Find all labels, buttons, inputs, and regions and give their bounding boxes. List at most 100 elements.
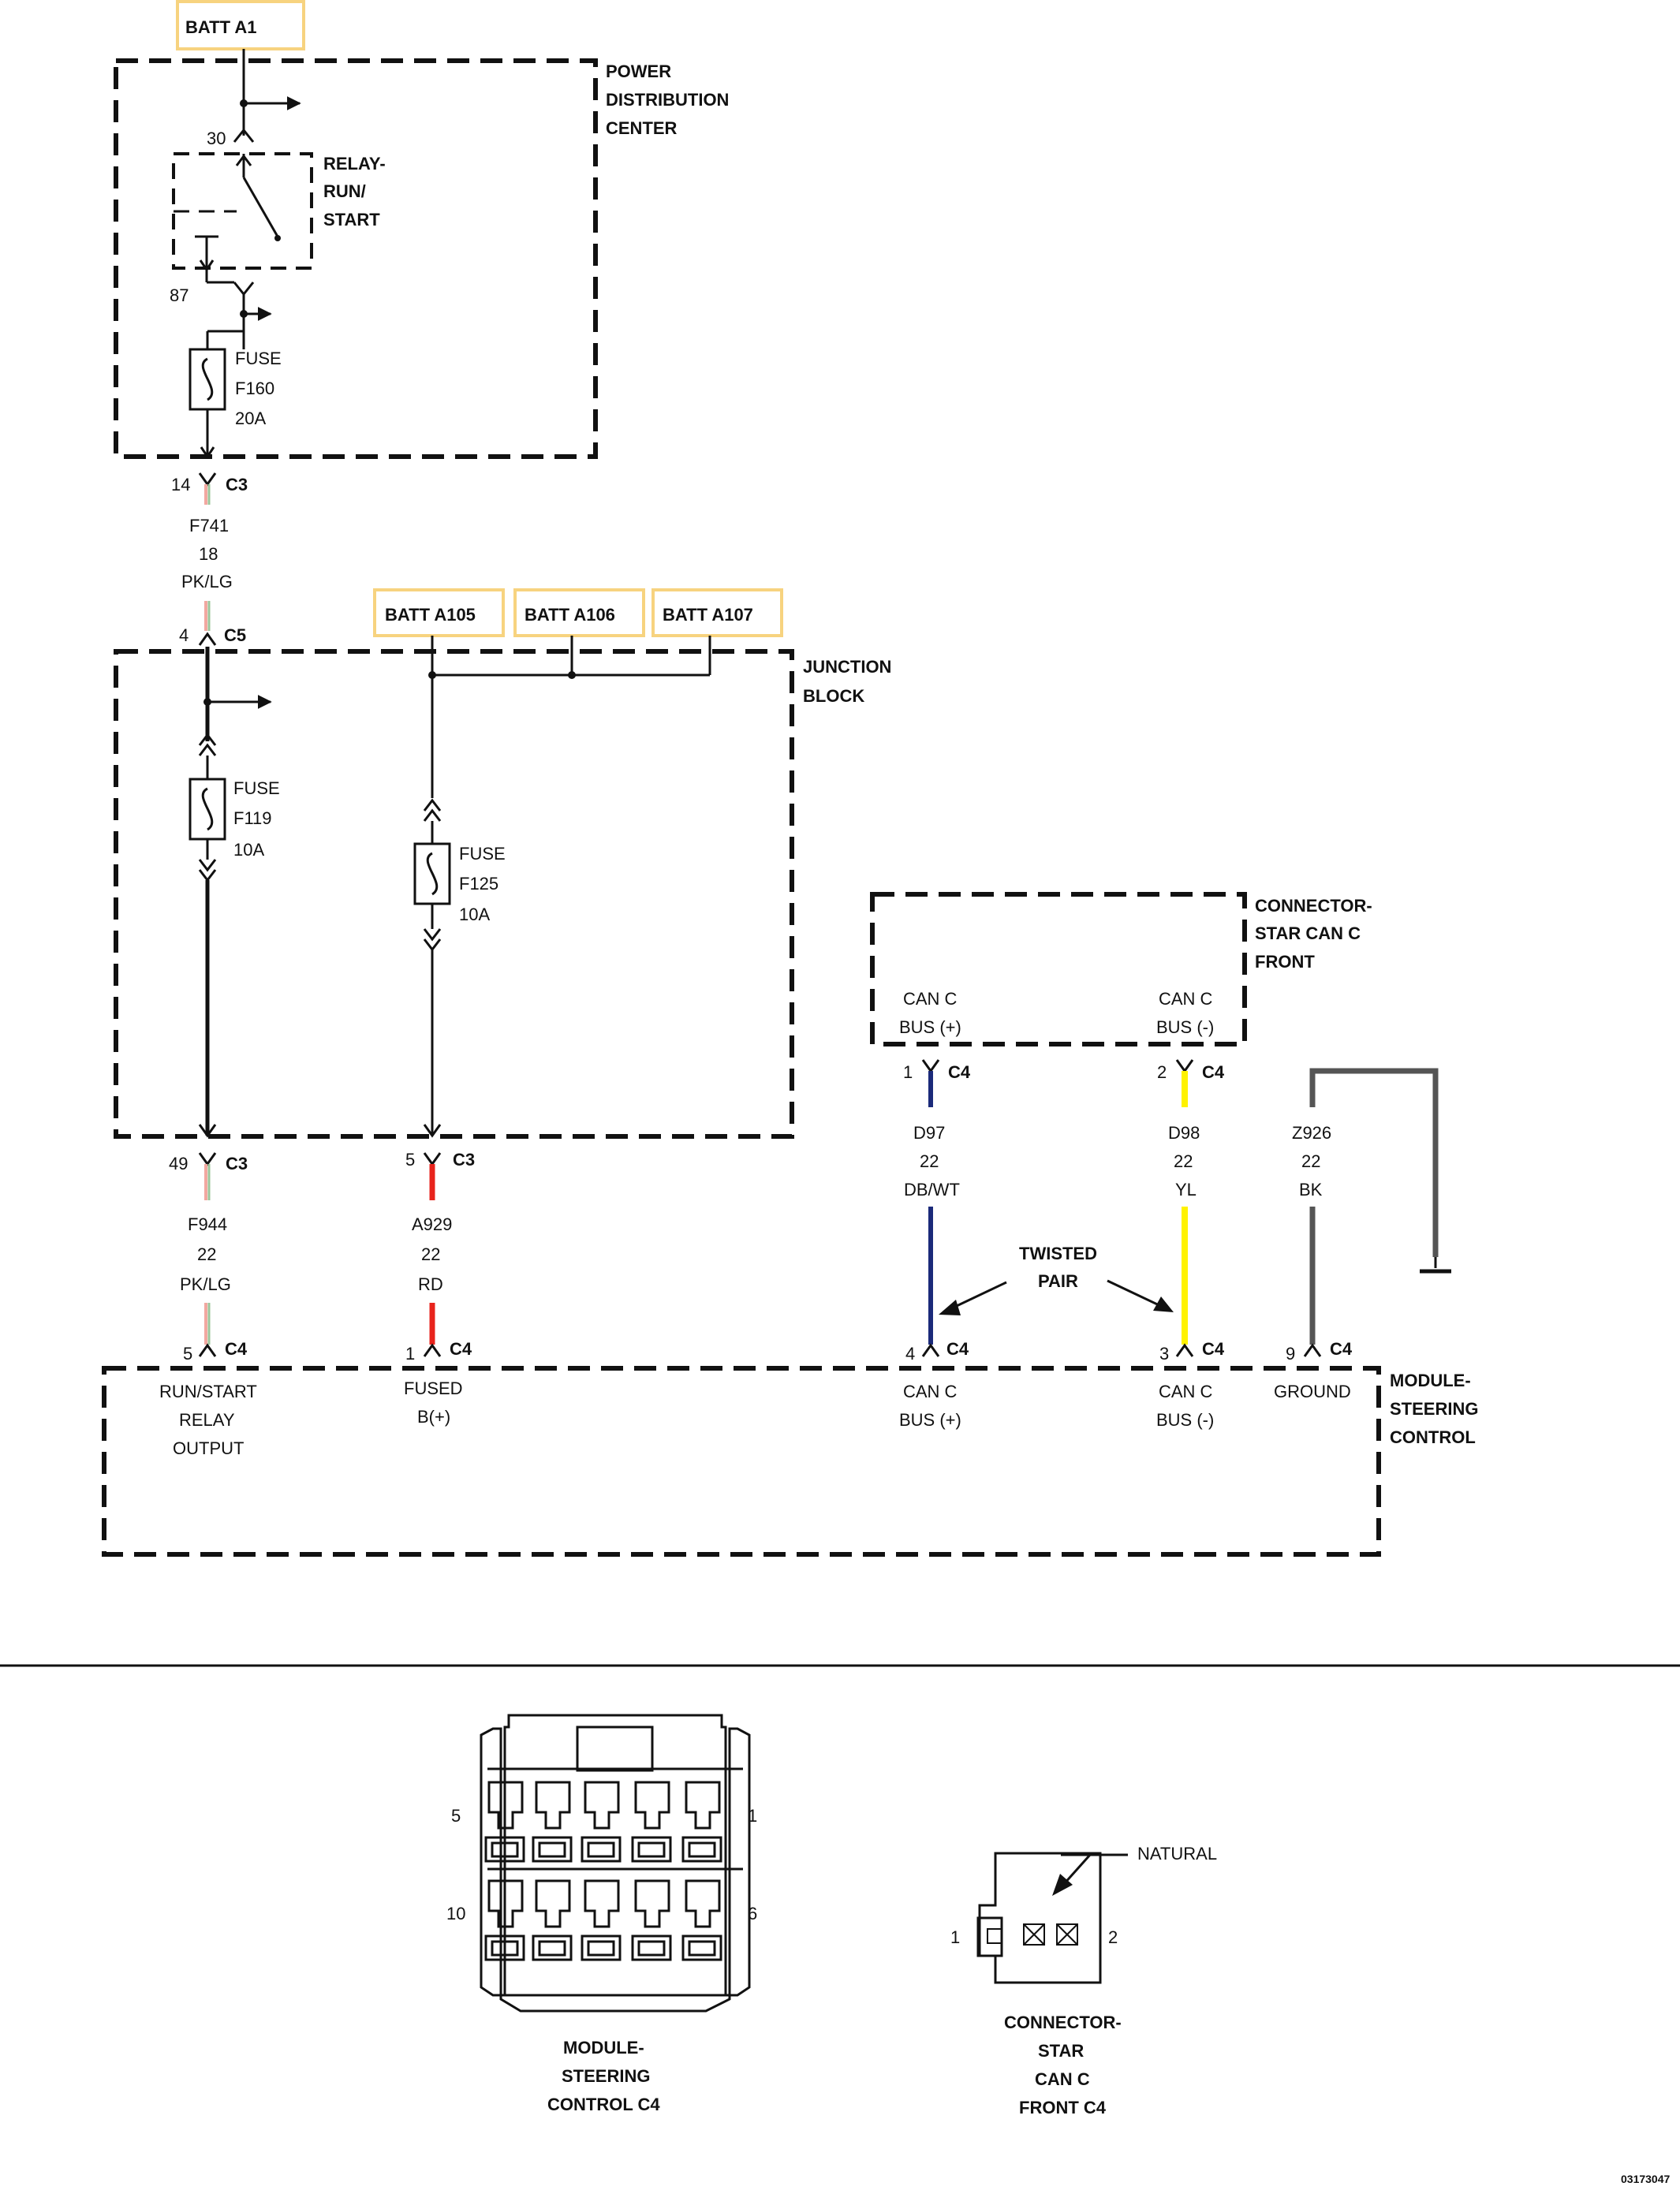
svg-text:5: 5 (183, 1344, 192, 1364)
svg-text:F125: F125 (459, 874, 498, 894)
connector-cavity-latch (487, 1781, 524, 1830)
connector-cavity (581, 1934, 622, 1961)
wire-d97: 1 C4 D97 22 DB/WT 4 C4 (903, 1059, 971, 1364)
svg-text:C4: C4 (948, 1062, 971, 1082)
svg-text:F944: F944 (188, 1214, 227, 1234)
svg-text:CAN C: CAN C (903, 989, 958, 1009)
svg-text:22: 22 (920, 1151, 939, 1171)
svg-text:MODULE-: MODULE- (563, 2038, 644, 2058)
connector-cavity (631, 1934, 672, 1961)
svg-text:5: 5 (451, 1806, 461, 1826)
svg-text:BATT A106: BATT A106 (525, 605, 615, 625)
svg-text:C3: C3 (226, 1154, 248, 1173)
svg-text:TWISTED: TWISTED (1019, 1244, 1097, 1263)
pdc-title-line3: CENTER (606, 118, 678, 138)
svg-text:C4: C4 (1330, 1339, 1353, 1359)
svg-text:6: 6 (748, 1904, 757, 1923)
steering-module-title-line1: MODULE- (1390, 1371, 1471, 1390)
wire-d98: 2 C4 D98 22 YL 3 C4 (1157, 1059, 1225, 1364)
svg-text:9: 9 (1286, 1344, 1295, 1364)
wire-f944: 49 C3 F944 22 PK/LG 5 C4 (169, 1152, 248, 1364)
svg-text:C4: C4 (450, 1339, 472, 1359)
connector-cavity (484, 1934, 525, 1961)
connector-cavity-latch (487, 1879, 524, 1928)
svg-text:1: 1 (950, 1927, 960, 1947)
svg-text:22: 22 (1174, 1151, 1193, 1171)
svg-text:4: 4 (179, 625, 189, 645)
svg-text:C5: C5 (224, 625, 246, 645)
svg-text:STAR: STAR (1038, 2041, 1084, 2061)
relay-pin-30: 30 (207, 129, 226, 148)
svg-text:A929: A929 (412, 1214, 452, 1234)
svg-text:CAN C: CAN C (1035, 2069, 1090, 2089)
svg-text:5: 5 (405, 1150, 415, 1170)
svg-text:20A: 20A (235, 409, 266, 428)
connector-star-can-c-front: CONNECTOR- STAR CAN C FRONT CAN C BUS (+… (870, 892, 1372, 1046)
svg-text:FRONT C4: FRONT C4 (1019, 2098, 1107, 2117)
svg-text:F160: F160 (235, 379, 274, 398)
svg-text:START: START (323, 210, 380, 229)
junction-block: JUNCTION BLOCK FUSE F119 10A (114, 636, 891, 1139)
junction-block-title-line2: BLOCK (803, 686, 864, 706)
wire-a929: 5 C3 A929 22 RD 1 C4 (405, 1150, 475, 1364)
batt-a107-label: BATT A107 (651, 588, 783, 637)
svg-text:CONTROL C4: CONTROL C4 (547, 2095, 660, 2114)
svg-text:18: 18 (199, 544, 218, 564)
svg-text:BUS (-): BUS (-) (1156, 1017, 1214, 1037)
connector-cavity-inner (688, 1940, 716, 1957)
svg-text:CONNECTOR-: CONNECTOR- (1004, 2013, 1122, 2032)
pdc-title-line1: POWER (606, 62, 671, 81)
connector-cavity-latch (634, 1781, 670, 1830)
connector-cavity (581, 1836, 622, 1863)
svg-text:1: 1 (748, 1806, 757, 1826)
svg-text:FUSE: FUSE (235, 349, 282, 368)
connector-cavity-inner (587, 1940, 615, 1957)
svg-text:C4: C4 (946, 1339, 969, 1359)
connector-cavity-latch (584, 1879, 620, 1928)
connector-cavity (532, 1934, 573, 1961)
svg-text:4: 4 (905, 1344, 915, 1364)
svg-text:F741: F741 (189, 516, 229, 535)
svg-text:1: 1 (903, 1062, 913, 1082)
connector-cavity-inner (538, 1940, 566, 1957)
svg-text:C3: C3 (453, 1150, 475, 1170)
connector-cavity (532, 1836, 573, 1863)
svg-text:DB/WT: DB/WT (904, 1180, 960, 1199)
connector-cavity (484, 1836, 525, 1863)
svg-text:C3: C3 (226, 475, 248, 494)
svg-text:YL: YL (1175, 1180, 1197, 1199)
svg-text:PAIR: PAIR (1038, 1271, 1078, 1291)
svg-text:Z926: Z926 (1292, 1123, 1331, 1143)
svg-text:RELAY-: RELAY- (323, 154, 386, 173)
steering-module-title-line3: CONTROL (1390, 1427, 1476, 1447)
figure-id: 03173047 (1621, 2173, 1671, 2185)
batt-a1-label: BATT A1 (176, 0, 305, 50)
wire-z926: Z926 22 BK 9 C4 (1286, 1068, 1451, 1364)
star-connector-title-line3: FRONT (1255, 952, 1315, 972)
connector-cavity-inner (637, 1841, 666, 1858)
connector-cavity-inner (538, 1841, 566, 1858)
junction-block-title-line1: JUNCTION (803, 657, 891, 677)
svg-text:D97: D97 (913, 1123, 945, 1143)
steering-module-title-line2: STEERING (1390, 1399, 1478, 1419)
batt-a105-label: BATT A105 (373, 588, 505, 637)
svg-text:RUN/: RUN/ (323, 181, 366, 201)
connector-cavity-latch (535, 1781, 571, 1830)
svg-text:BK: BK (1299, 1180, 1323, 1199)
svg-text:CAN C: CAN C (1159, 989, 1213, 1009)
svg-text:B(+): B(+) (417, 1407, 450, 1427)
connector-cavity-latch (685, 1879, 721, 1928)
svg-text:BATT A105: BATT A105 (385, 605, 476, 625)
relay-run-start: RELAY- RUN/ START (172, 152, 386, 272)
steering-control-c4-connector-view: 5 1 10 6 MODULE- STEERING CONTROL C4 (446, 1714, 757, 2114)
svg-text:C4: C4 (1202, 1062, 1225, 1082)
svg-text:BUS (-): BUS (-) (1156, 1410, 1214, 1430)
svg-text:STEERING: STEERING (562, 2066, 650, 2086)
svg-text:10A: 10A (459, 905, 490, 924)
connector-cavity (631, 1836, 672, 1863)
svg-text:RUN/START: RUN/START (159, 1382, 257, 1401)
svg-text:BATT A1: BATT A1 (185, 17, 256, 37)
svg-text:C4: C4 (1202, 1339, 1225, 1359)
svg-text:2: 2 (1157, 1062, 1167, 1082)
